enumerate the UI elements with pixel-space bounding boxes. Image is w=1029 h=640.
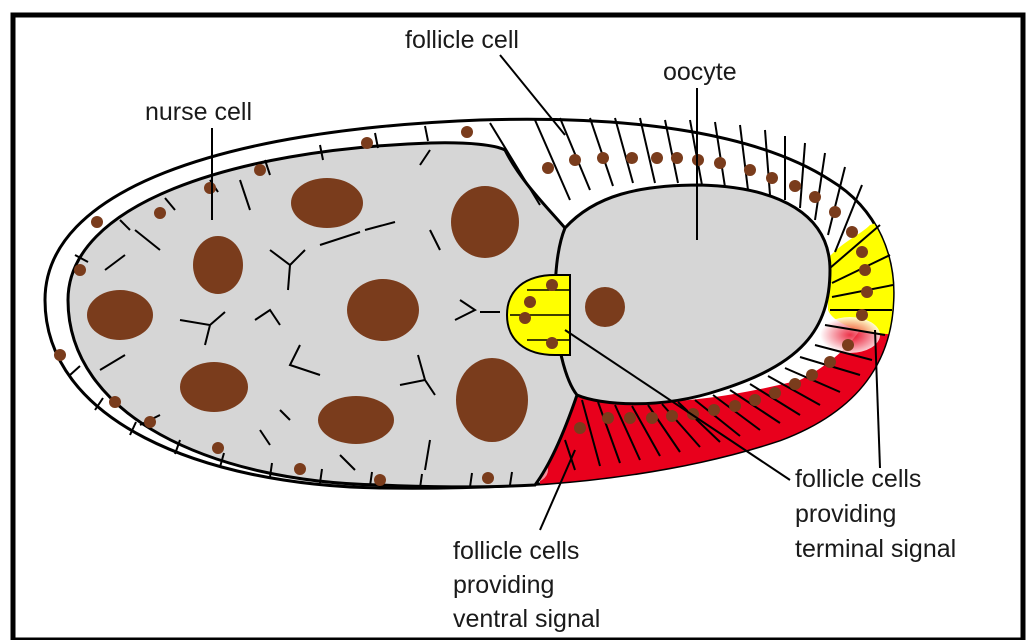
- terminal-signal-label-line3: terminal signal: [795, 535, 956, 563]
- terminal-signal-label-line2: providing: [795, 500, 896, 528]
- follicle-cell-nucleus: [829, 206, 841, 218]
- follicle-cell-nucleus: [749, 394, 761, 406]
- follicle-cell-nucleus: [789, 378, 801, 390]
- follicle-cell-nucleus: [602, 412, 614, 424]
- terminal-signal-label-line1: follicle cells: [795, 465, 921, 493]
- follicle-cell-nucleus: [861, 286, 873, 298]
- follicle-cell-nucleus: [842, 339, 854, 351]
- follicle-cell-nucleus: [542, 162, 554, 174]
- follicle-cell-nucleus: [597, 152, 609, 164]
- nurse-cell-nucleus: [451, 186, 519, 258]
- nurse-cell-nucleus: [347, 279, 419, 341]
- follicle-cell-nucleus: [361, 137, 373, 149]
- follicle-cell-nucleus: [54, 349, 66, 361]
- follicle-cell-nucleus: [714, 157, 726, 169]
- follicle-cell-nucleus: [856, 246, 868, 258]
- nurse-cell-nucleus: [291, 178, 363, 228]
- nurse-cell-nucleus: [456, 358, 528, 442]
- follicle-cell-nucleus: [154, 207, 166, 219]
- follicle-cell-nucleus: [708, 404, 720, 416]
- follicle-cell-nucleus: [546, 279, 558, 291]
- follicle-cell-nucleus: [519, 312, 531, 324]
- follicle-cell-nucleus: [144, 416, 156, 428]
- follicle-cell-nucleus: [809, 191, 821, 203]
- follicle-cell-nucleus: [574, 422, 586, 434]
- follicle-cell-nucleus: [461, 126, 473, 138]
- follicle-cell-nucleus: [74, 264, 86, 276]
- nurse-cell-nucleus: [87, 290, 153, 340]
- follicle-cell-nucleus: [294, 463, 306, 475]
- ventral-signal-label-line3: ventral signal: [453, 605, 600, 633]
- oocyte-label: oocyte: [663, 58, 737, 86]
- follicle-cell-nucleus: [204, 182, 216, 194]
- nurse-cell-nucleus: [193, 236, 243, 294]
- follicle-cell-nucleus: [626, 152, 638, 164]
- nurse-cell-nucleus: [180, 362, 248, 412]
- follicle-cell-nucleus: [856, 309, 868, 321]
- follicle-cell-nucleus: [624, 412, 636, 424]
- follicle-cell-nucleus: [212, 442, 224, 454]
- follicle-cell-nucleus: [91, 216, 103, 228]
- follicle-cell-nucleus: [254, 164, 266, 176]
- nurse-cell-label: nurse cell: [145, 98, 252, 126]
- follicle-cell-nucleus: [482, 472, 494, 484]
- follicle-cell-nucleus: [374, 474, 386, 486]
- follicle-cell-nucleus: [769, 387, 781, 399]
- follicle-cell-nucleus: [546, 337, 558, 349]
- follicle-cell-nucleus: [646, 412, 658, 424]
- ventral-signal-label-line1: follicle cells: [453, 537, 579, 565]
- follicle-cell-nucleus: [766, 172, 778, 184]
- follicle-cell-nucleus: [824, 356, 836, 368]
- follicle-cell-nucleus: [806, 369, 818, 381]
- follicle-cell-nucleus: [524, 296, 536, 308]
- follicle-cell-nucleus: [569, 154, 581, 166]
- nurse-cell-nucleus: [318, 396, 394, 444]
- follicle-cell-nucleus: [109, 396, 121, 408]
- follicle-cell-nucleus: [671, 152, 683, 164]
- follicle-cell-nucleus: [744, 164, 756, 176]
- oocyte-nucleus: [585, 287, 625, 327]
- follicle-cell-nucleus: [846, 226, 858, 238]
- ventral-signal-label-line2: providing: [453, 571, 554, 599]
- follicle-cell-nucleus: [729, 400, 741, 412]
- follicle-cell-nucleus: [789, 180, 801, 192]
- follicle-cell-nucleus: [666, 410, 678, 422]
- follicle-cell-nucleus: [859, 264, 871, 276]
- follicle-cell-nucleus: [651, 152, 663, 164]
- follicle-cell-label: follicle cell: [405, 26, 519, 54]
